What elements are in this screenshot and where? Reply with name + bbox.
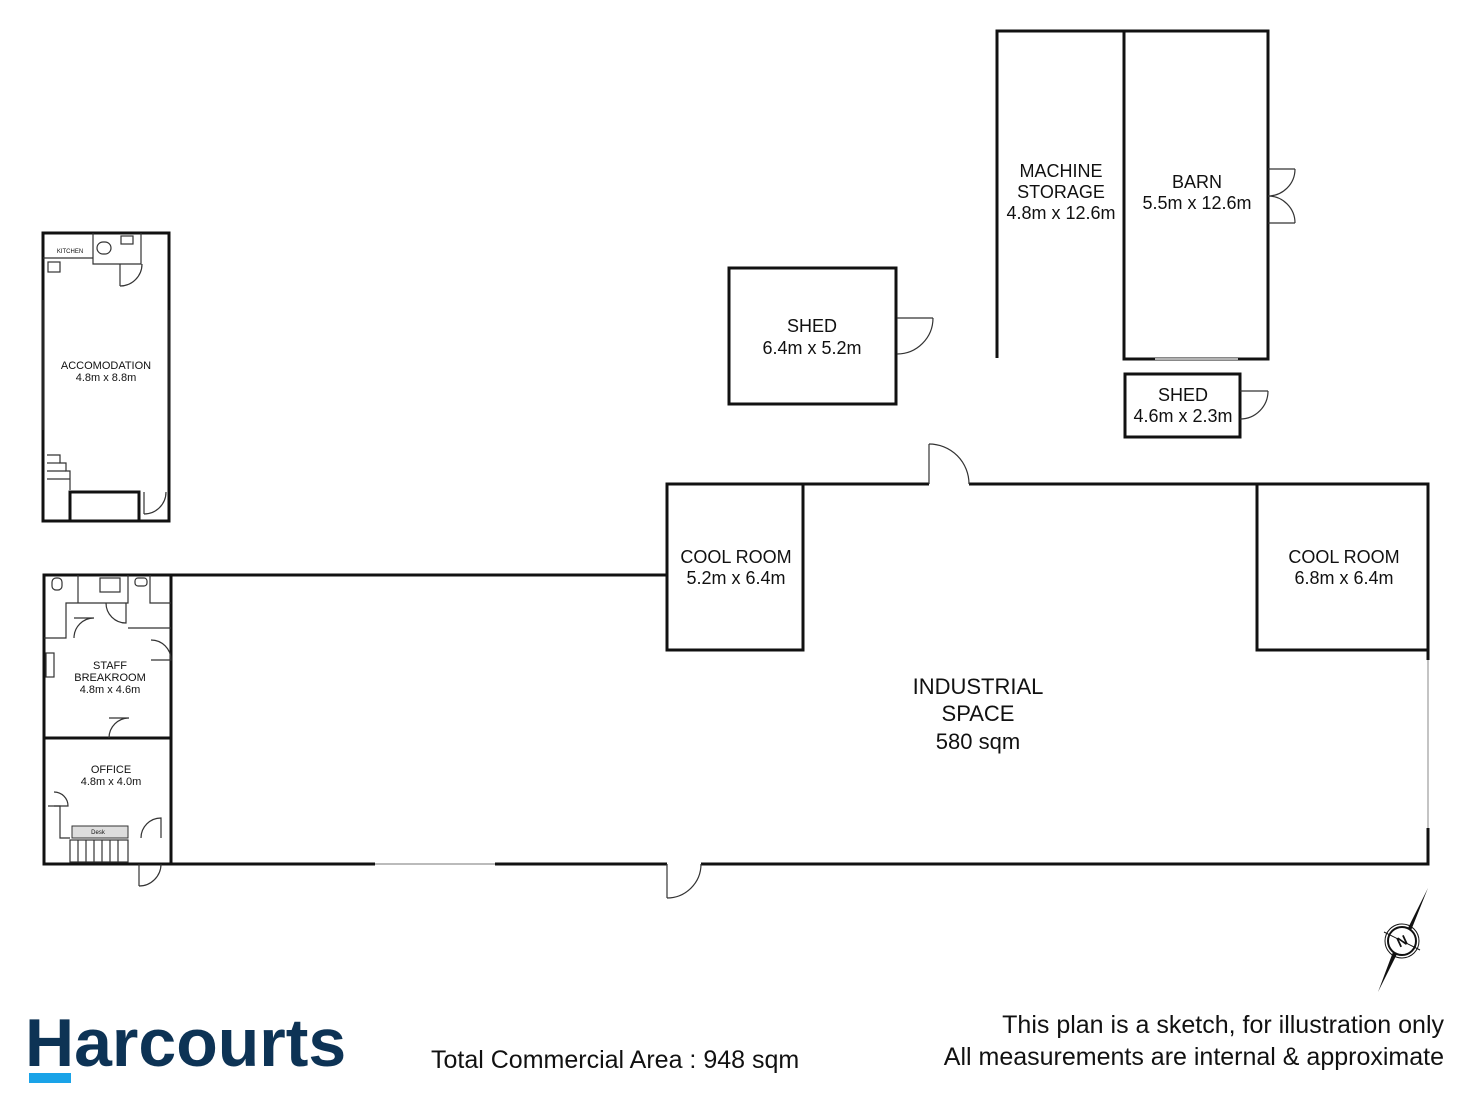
disclaimer-line-2: All measurements are internal & approxim… [944, 1043, 1444, 1071]
cool-room-1-label: COOL ROOM [680, 547, 791, 567]
cool-room-2-label: COOL ROOM [1288, 547, 1399, 567]
machine-storage-label-2: STORAGE [1017, 182, 1105, 202]
cool-room-1-dims: 5.2m x 6.4m [686, 568, 785, 588]
industrial-space-area: 580 sqm [936, 729, 1020, 754]
staff-breakroom-label-2: BREAKROOM [74, 672, 146, 684]
shed-large-room: SHED 6.4m x 5.2m [727, 266, 934, 406]
cool-room-2-dims: 6.8m x 6.4m [1294, 568, 1393, 588]
industrial-bottom-door [666, 862, 702, 899]
office-stairs [48, 805, 129, 863]
staff-wing: STAFF BREAKROOM 4.8m x 4.6m OFFICE 4.8m … [44, 575, 172, 863]
office-dims: 4.8m x 4.0m [81, 776, 142, 788]
industrial-space-label-2: SPACE [942, 701, 1015, 726]
office-label: OFFICE [91, 764, 131, 776]
shed-large-dims: 6.4m x 5.2m [762, 338, 861, 358]
staff-breakroom-label-1: STAFF [93, 660, 127, 672]
accommodation-label: ACCOMODATION [61, 360, 151, 372]
accommodation-doors [119, 263, 167, 515]
barn-label: BARN [1172, 172, 1222, 192]
staff-breakroom-dims: 4.8m x 4.6m [80, 684, 141, 696]
industrial-space: COOL ROOM 5.2m x 6.4m COOL ROOM 6.8m x 6… [42, 443, 1430, 899]
machine-storage-dims: 4.8m x 12.6m [1006, 203, 1115, 223]
shed-small-dims: 4.6m x 2.3m [1133, 406, 1232, 426]
side-entry-door [138, 863, 162, 887]
shed-large-label: SHED [787, 316, 837, 336]
barn-dims: 5.5m x 12.6m [1142, 193, 1251, 213]
barn-double-door [1267, 168, 1296, 224]
barn-room: BARN 5.5m x 12.6m [1122, 29, 1296, 361]
accommodation-stairs [47, 454, 71, 490]
accommodation-dims: 4.8m x 8.8m [76, 372, 137, 384]
brand-underline [29, 1073, 71, 1083]
compass-icon: N [1378, 888, 1428, 992]
office-desk [71, 825, 129, 839]
harcourts-logo: Harcourts [25, 1005, 346, 1083]
staff-wing-doors [53, 602, 172, 839]
accommodation-building: KITCHEN ACCOMODATION 4.8m x 8.8m [41, 231, 171, 523]
industrial-space-label-1: INDUSTRIAL [913, 674, 1044, 699]
shed-small-room: SHED 4.6m x 2.3m [1123, 372, 1269, 439]
brand-name: Harcourts [25, 1005, 346, 1081]
machine-storage-label-1: MACHINE [1019, 161, 1102, 181]
shed-large-door [896, 317, 934, 355]
industrial-top-door [928, 443, 970, 486]
total-area: Total Commercial Area : 948 sqm [431, 1046, 799, 1074]
cool-room-2: COOL ROOM 6.8m x 6.4m [1255, 484, 1428, 652]
cool-room-1: COOL ROOM 5.2m x 6.4m [665, 484, 805, 652]
disclaimer-line-1: This plan is a sketch, for illustration … [1002, 1011, 1444, 1039]
kitchen-label: KITCHEN [57, 249, 83, 255]
shed-small-door [1239, 390, 1269, 420]
machine-storage-room: MACHINE STORAGE 4.8m x 12.6m [995, 29, 1124, 358]
office-desk-label: Desk [91, 830, 106, 836]
shed-small-label: SHED [1158, 385, 1208, 405]
